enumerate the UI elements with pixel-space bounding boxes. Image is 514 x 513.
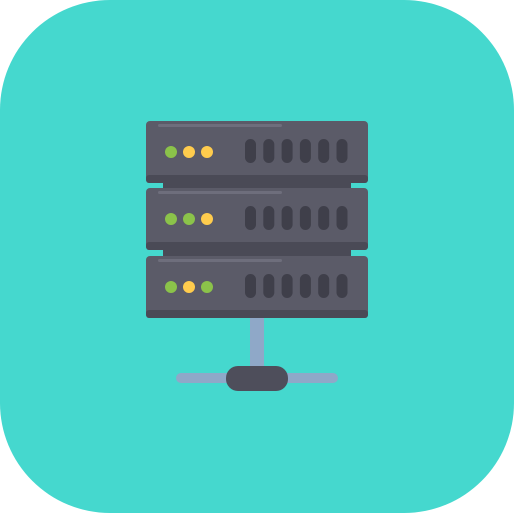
server-unit-top-highlight bbox=[158, 191, 282, 194]
vent-slot bbox=[281, 206, 293, 230]
status-led-yellow bbox=[201, 213, 213, 225]
server-unit-bottom-edge bbox=[146, 175, 368, 183]
status-led-green bbox=[165, 281, 177, 293]
network-hub bbox=[226, 366, 288, 391]
status-led-green bbox=[165, 146, 177, 158]
status-led-green bbox=[201, 281, 213, 293]
server-units bbox=[146, 121, 368, 318]
status-led-green bbox=[183, 213, 195, 225]
vent-slot bbox=[336, 206, 348, 230]
server-unit-body bbox=[146, 188, 368, 250]
status-led-green bbox=[165, 213, 177, 225]
vent-slot bbox=[299, 274, 311, 298]
vent-slot bbox=[245, 139, 256, 163]
vent-slot bbox=[245, 206, 256, 230]
vent-slot bbox=[299, 206, 311, 230]
vent-slot bbox=[263, 274, 275, 298]
vent-slot bbox=[263, 206, 275, 230]
vent-slot bbox=[318, 139, 330, 163]
server-unit-separator bbox=[163, 182, 351, 188]
vent-slot bbox=[318, 206, 330, 230]
server-unit-1 bbox=[146, 121, 368, 183]
status-led-yellow bbox=[201, 146, 213, 158]
vent-slot bbox=[299, 139, 311, 163]
server-unit-body bbox=[146, 256, 368, 318]
network-connector bbox=[176, 316, 338, 391]
vent-slot bbox=[263, 139, 275, 163]
vent-slot bbox=[318, 274, 330, 298]
server-unit-bottom-edge bbox=[146, 310, 368, 318]
vent-slot bbox=[281, 274, 293, 298]
vent-slot bbox=[245, 274, 256, 298]
status-led-yellow bbox=[183, 146, 195, 158]
server-unit-top-highlight bbox=[158, 124, 282, 127]
server-unit-top-highlight bbox=[158, 259, 282, 262]
vent-slot bbox=[336, 274, 348, 298]
server-unit-bottom-edge bbox=[146, 242, 368, 250]
server-unit-body bbox=[146, 121, 368, 183]
vent-slot bbox=[281, 139, 293, 163]
vent-slot bbox=[336, 139, 348, 163]
network-cable-vertical bbox=[250, 316, 264, 378]
server-unit-2 bbox=[146, 182, 368, 250]
server-unit-3 bbox=[146, 250, 368, 318]
server-unit-separator bbox=[163, 250, 351, 256]
status-led-yellow bbox=[183, 281, 195, 293]
